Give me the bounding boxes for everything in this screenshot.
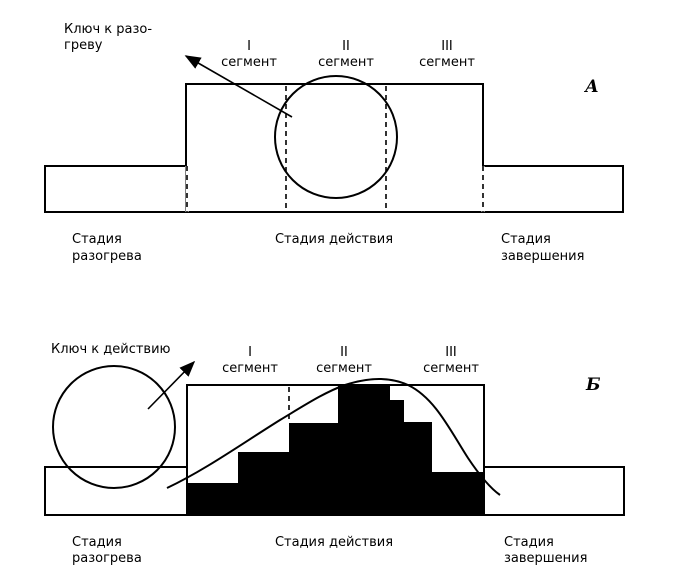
stage-end-b-line1: Стадия	[504, 535, 554, 550]
end-block-b	[484, 466, 625, 516]
segment-b-1-roman: I	[248, 345, 252, 360]
warmup-key-circle-a	[274, 75, 398, 199]
segment-a-3-word: сегмент	[419, 55, 475, 70]
stage-end-b-line2: завершения	[504, 551, 587, 566]
key-arrow-b	[147, 360, 196, 410]
segment-a-2-word: сегмент	[318, 55, 374, 70]
segment-a-1-roman: I	[247, 39, 251, 54]
key-label-b: Ключ к действию	[51, 342, 171, 357]
segment-b-2-roman: II	[340, 345, 348, 360]
action-block-b	[186, 384, 485, 516]
stage-warmup-b-line1: Стадия	[72, 535, 122, 550]
warmup-block-a	[44, 165, 186, 213]
stage-warmup-b-line2: разогрева	[72, 551, 142, 566]
stage-end-a-line1: Стадия	[501, 232, 551, 247]
segment-a-2-roman: II	[342, 39, 350, 54]
segment-b-3-word: сегмент	[423, 361, 479, 376]
key-label-a-line2: греву	[64, 38, 103, 53]
segment-b-2-word: сегмент	[316, 361, 372, 376]
action-intensity-fill-b	[187, 385, 484, 515]
diagram-a: Ключ к разо- греву I сегмент II сегмент …	[44, 22, 624, 264]
segment-b-3-roman: III	[445, 345, 457, 360]
stage-end-a-line2: завершения	[501, 249, 584, 264]
segment-b-1-word: сегмент	[222, 361, 278, 376]
key-label-a-line1: Ключ к разо-	[64, 22, 152, 37]
end-block-a	[483, 165, 624, 213]
panel-label-b: Б	[585, 375, 601, 395]
stage-warmup-a-line1: Стадия	[72, 232, 122, 247]
stage-warmup-a-line2: разогрева	[72, 249, 142, 264]
segment-a-1-word: сегмент	[221, 55, 277, 70]
stage-action-b: Стадия действия	[275, 535, 393, 550]
diagram-b: Ключ к действию I сегмент II сегмент III…	[44, 342, 625, 566]
stage-action-a: Стадия действия	[275, 232, 393, 247]
action-key-circle-b	[52, 365, 176, 489]
action-curve-b	[166, 378, 501, 496]
warmup-block-b	[44, 466, 187, 516]
segment-a-3-roman: III	[441, 39, 453, 54]
panel-label-a: А	[583, 77, 599, 97]
action-block-a	[185, 83, 484, 213]
key-arrow-a	[184, 55, 293, 118]
